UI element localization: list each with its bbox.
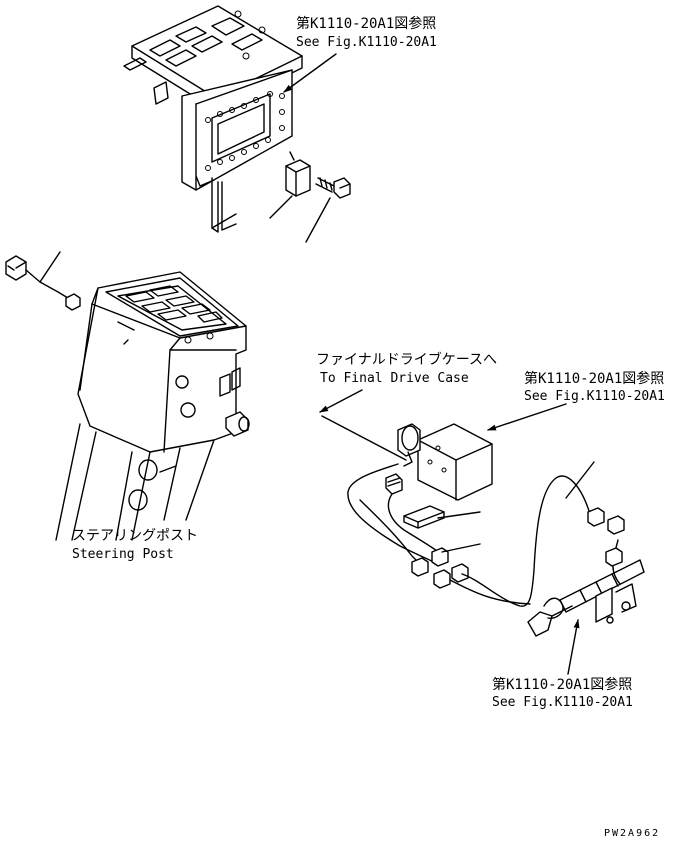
leader-harness	[565, 461, 595, 499]
harness-callout-arrow	[567, 619, 580, 675]
post-knob-2	[180, 402, 196, 418]
valve-block	[417, 423, 493, 501]
relay-part	[285, 151, 311, 197]
bolt-part	[315, 177, 351, 199]
drawing-code: PW2A962	[604, 828, 660, 839]
callout-final-drive: ファイナルドライブケースへ To Final Drive Case	[316, 351, 497, 461]
callout-top-arrow	[283, 53, 337, 93]
harness-wire-2	[461, 475, 591, 607]
steering-post-en: Steering Post	[72, 547, 174, 562]
final-drive-en: To Final Drive Case	[320, 371, 469, 386]
bracket-recess-panel	[211, 93, 271, 163]
steering-post-assembly	[5, 251, 250, 541]
final-drive-leader	[321, 415, 407, 461]
valve-harness-assembly	[347, 423, 645, 637]
bracket-front-frame	[181, 69, 293, 191]
valve-callout-arrow	[487, 403, 567, 431]
bracket-holes	[205, 91, 285, 171]
steering-post-jp: ステアリングポスト	[72, 528, 198, 544]
post-column-left	[55, 423, 81, 541]
callout-steering-post: ステアリングポスト Steering Post	[72, 528, 198, 562]
final-drive-jp: ファイナルドライブケースへ	[316, 351, 497, 368]
final-drive-arrow	[319, 389, 363, 413]
callout-valve-block: 第K1110-20A1図参照 See Fig.K1110-20A1	[487, 370, 665, 431]
top-bracket-assembly	[123, 5, 351, 243]
post-top-panel	[105, 277, 239, 337]
leader-connector-right	[441, 543, 481, 553]
leader-connector	[39, 251, 61, 283]
valve-callout-en: See Fig.K1110-20A1	[524, 389, 665, 404]
callout-top-bracket: 第K1110-20A1図参照 See Fig.K1110-20A1	[283, 15, 437, 93]
solenoid	[397, 423, 421, 457]
callout-top-jp: 第K1110-20A1図参照	[296, 15, 436, 32]
mount-bracket	[595, 587, 613, 623]
callout-top-en: See Fig.K1110-20A1	[296, 35, 437, 50]
harness-callout-jp: 第K1110-20A1図参照	[492, 676, 632, 693]
harness-callout-en: See Fig.K1110-20A1	[492, 695, 633, 710]
post-top-switches	[125, 285, 223, 344]
harness-end-connector	[527, 611, 553, 637]
callout-harness: 第K1110-20A1図参照 See Fig.K1110-20A1	[492, 619, 633, 710]
post-knob-1	[175, 375, 189, 389]
top-plate-windows	[149, 10, 266, 67]
valve-callout-jp: 第K1110-20A1図参照	[524, 370, 664, 387]
steering-post-body	[77, 271, 247, 453]
harness-wire-1	[347, 463, 439, 565]
leader-clip	[437, 511, 481, 519]
